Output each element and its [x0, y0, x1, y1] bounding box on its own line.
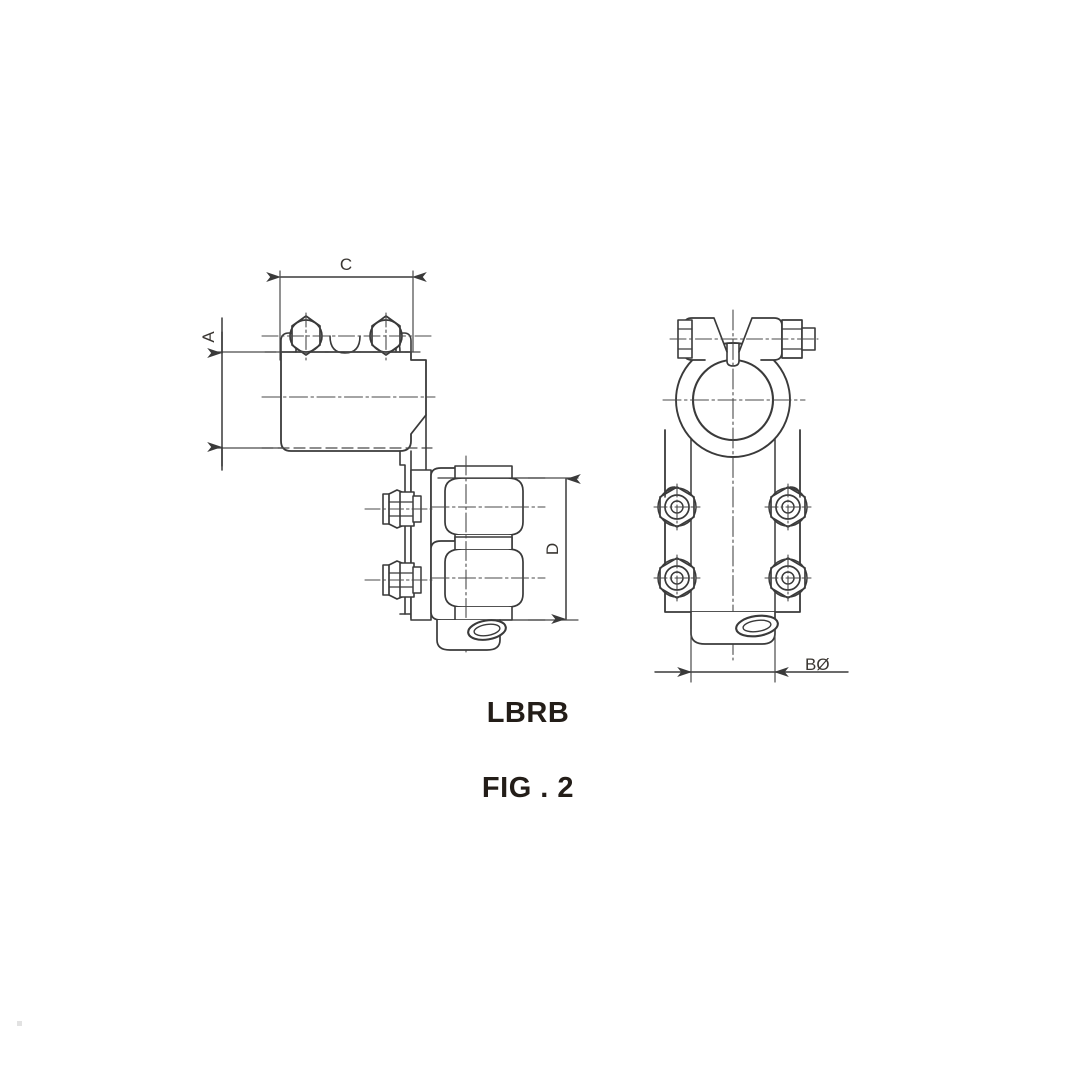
lower-clamp-assembly	[364, 455, 546, 653]
end-view-hex-bolt-bottom-left	[653, 554, 701, 602]
scan-speck-artifact	[17, 1021, 22, 1026]
cable-groove-upper-cap	[454, 465, 513, 479]
end-view-hex-bolt-top-right	[764, 483, 812, 531]
end-view-bottom-stud	[690, 611, 779, 645]
dim-a-label: A	[199, 331, 218, 343]
dim-d-label: D	[543, 543, 562, 555]
right-end-view	[653, 309, 849, 683]
saddle-scallop-middle	[329, 335, 361, 354]
dim-c-label: C	[340, 255, 352, 274]
end-view-hex-bolt-bottom-right	[764, 554, 812, 602]
cable-groove-lower-skirt	[454, 606, 513, 621]
cable-groove-lower	[444, 548, 524, 608]
end-view-hex-bolt-top-left	[653, 483, 701, 531]
upper-body-outline	[280, 351, 427, 452]
side-bolt-assembly-upper	[364, 489, 433, 529]
left-elevation-view	[207, 270, 581, 653]
part-code-caption: LBRB	[487, 697, 570, 729]
end-view-pad-fillet-right	[789, 486, 801, 498]
end-view-pad-fillet-left	[664, 486, 676, 498]
figure-caption: FIG . 2	[482, 772, 574, 804]
dim-b-diameter-label: BØ	[805, 655, 830, 674]
bottom-stud-pin	[436, 619, 507, 651]
cable-groove-lower-cap	[454, 536, 513, 550]
dim-c-extension-lines	[279, 270, 414, 361]
side-bolt-assembly-lower	[364, 560, 433, 600]
